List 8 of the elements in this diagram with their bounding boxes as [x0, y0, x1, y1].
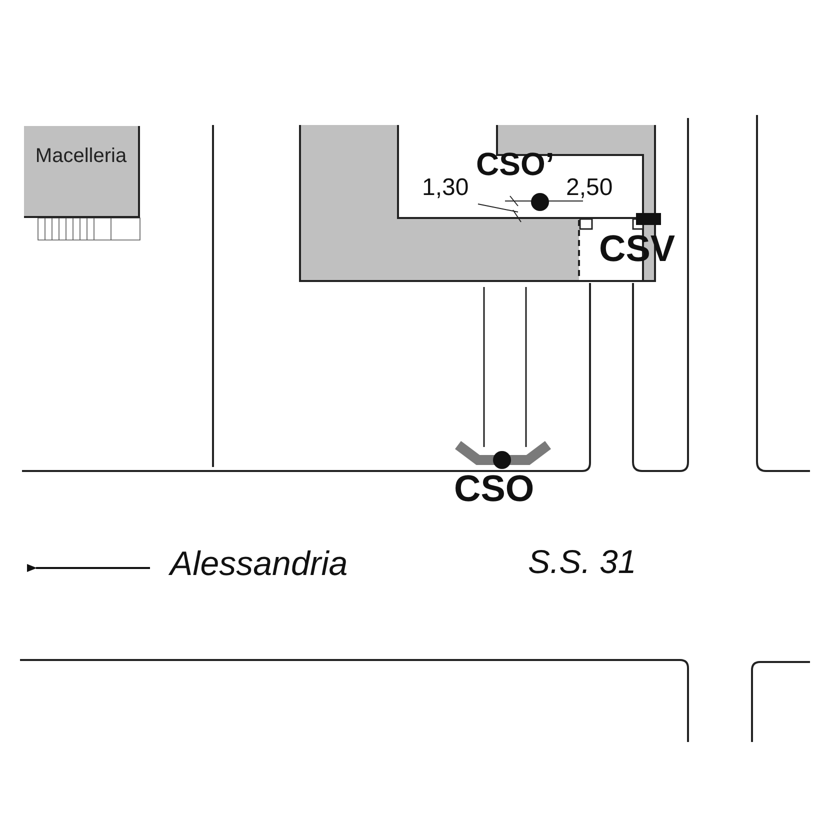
- map-label: CSO’: [476, 148, 554, 180]
- shop-building: [24, 126, 140, 218]
- map-label: 2,50: [566, 176, 613, 200]
- map-label: CSO: [454, 470, 534, 507]
- map-label: Alessandria: [170, 547, 348, 581]
- shop-label: Macelleria: [35, 146, 127, 166]
- map-label: 1,30: [422, 176, 469, 200]
- map-label: S.S. 31: [528, 545, 636, 578]
